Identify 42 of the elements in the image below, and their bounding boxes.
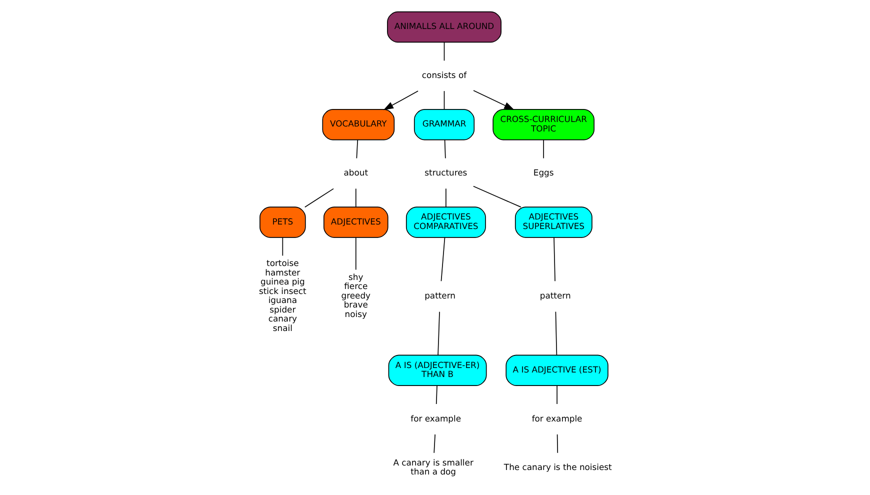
connector [444, 90, 445, 110]
node-box: GRAMMAR [414, 109, 475, 140]
connector [282, 237, 284, 256]
node-box: ADJECTIVES SUPERLATIVES [514, 206, 592, 238]
connector [543, 139, 544, 159]
connector [554, 237, 556, 282]
connector [556, 434, 558, 454]
arrow [383, 90, 418, 110]
node-text: Eggs [533, 168, 554, 178]
node-text: structures [424, 168, 468, 178]
node-text: The canary is the noisiest [504, 462, 612, 472]
connector [304, 188, 334, 208]
connector [356, 139, 358, 159]
node-text: A canary is smaller than a dog [393, 457, 474, 477]
node-text: shy fierce greedy brave noisy [341, 272, 371, 319]
node-text: for example [410, 413, 462, 424]
connector [444, 139, 446, 159]
node-box: ADJECTIVES [323, 206, 388, 238]
node-box: PETS [260, 206, 306, 238]
connector [436, 385, 438, 404]
node-text: consists of [422, 70, 467, 80]
connector [555, 311, 558, 356]
node-text: pattern [540, 290, 571, 300]
connector [472, 186, 522, 208]
node-box: A IS (ADJECTIVE-ER) THAN B [388, 354, 487, 386]
connector [355, 188, 356, 208]
node-text: pattern [424, 290, 456, 300]
arrow [473, 90, 514, 110]
connector [444, 42, 445, 62]
connector [355, 237, 356, 270]
connector [434, 434, 436, 454]
node-box: CROSS-CURRICULAR TOPIC [492, 109, 594, 140]
node-box: ANIMALLS ALL AROUND [387, 11, 502, 43]
connector [438, 311, 440, 356]
node-box: VOCABULARY [322, 109, 395, 140]
connector [556, 385, 558, 404]
connector [440, 237, 446, 282]
node-text: about [344, 168, 368, 178]
node-box: ADJECTIVES COMPARATIVES [406, 206, 486, 238]
node-box: A IS ADJECTIVE (EST) [506, 354, 608, 386]
node-text: tortoise hamster guinea pig stick insect iguana spider canary snail [259, 258, 306, 333]
node-text: for example [532, 413, 582, 424]
